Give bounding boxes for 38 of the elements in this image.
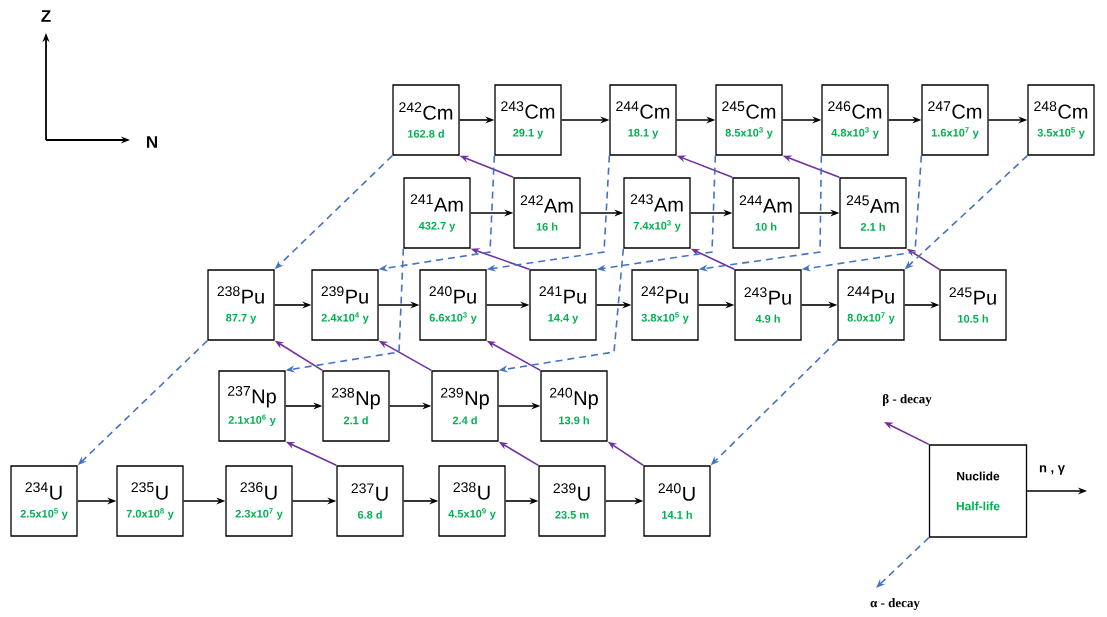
nuclide-box: $^{245}$Cm 8.5x10$^{3}$ y — [715, 84, 783, 156]
nuclide-box: $^{242}$Cm 162.8 d — [392, 84, 460, 156]
nuclide-box: $^{240}$Pu 6.6x10$^{3}$ y — [419, 269, 487, 341]
axis-label: Z — [41, 10, 51, 22]
nuclide-box: $^{244}$Am 10 h — [732, 177, 800, 249]
nuclide-box: $^{240}$U 14.1 h — [643, 465, 711, 537]
nuclide-box: $^{244}$Pu 8.0x10$^{7}$ y — [837, 269, 905, 341]
nuclide-box: $^{242}$Pu 3.8x10$^{5}$ y — [631, 269, 699, 341]
nuclide-box: $^{247}$Cm 1.6x10$^{7}$ y — [921, 84, 989, 156]
nuclide-box: $^{243}$Pu 4.9 h — [734, 269, 802, 341]
nuclide-box: $^{243}$Am 7.4x10$^{3}$ y — [623, 177, 691, 249]
nuclide-box: $^{248}$Cm 3.5x10$^{5}$ y — [1027, 84, 1095, 156]
legend-box: Nuclide Half-life — [928, 444, 1028, 538]
nuclide-box: $^{241}$Am 432.7 y — [403, 177, 471, 249]
edge-label: α - decay — [869, 597, 921, 611]
edge-label: β - decay — [881, 393, 933, 407]
nuclide-box: $^{237}$U 6.8 d — [336, 465, 404, 537]
nuclide-box: $^{239}$U 23.5 m — [538, 465, 606, 537]
nuclide-box: $^{241}$Pu 14.4 y — [529, 269, 597, 341]
nuclide-box: $^{240}$Np 13.9 h — [540, 370, 608, 442]
nuclide-box: $^{238}$Np 2.1 d — [322, 370, 390, 442]
nuclide-box: $^{246}$Cm 4.8x10$^{3}$ y — [821, 84, 889, 156]
nuclide-box: $^{242}$Am 16 h — [513, 177, 581, 249]
nuclide-box: $^{239}$Pu 2.4x10$^{4}$ y — [311, 269, 379, 341]
arrow — [876, 536, 930, 588]
nuclide-box: $^{237}$Np 2.1x10$^{6}$ y — [218, 370, 286, 442]
nuclide-box: $^{239}$Np 2.4 d — [431, 370, 499, 442]
axis-label: N — [147, 136, 157, 148]
nuclide-box: $^{234}$U 2.5x10$^{5}$ y — [10, 465, 78, 537]
nuclide-box: $^{244}$Cm 18.1 y — [609, 84, 677, 156]
nuclide-box: $^{243}$Cm 29.1 y — [494, 84, 562, 156]
nuclide-box: $^{235}$U 7.0x10$^{8}$ y — [116, 465, 184, 537]
nuclide-box: $^{238}$Pu 87.7 y — [207, 269, 275, 341]
nuclide-box: $^{245}$Am 2.1 h — [839, 177, 907, 249]
nuclide-box: $^{245}$Pu 10.5 h — [939, 269, 1007, 341]
nuclide-box: $^{236}$U 2.3x10$^{7}$ y — [225, 465, 293, 537]
edge-label: n , γ — [1038, 464, 1066, 476]
nuclide-box: $^{238}$U 4.5x10$^{9}$ y — [438, 465, 506, 537]
